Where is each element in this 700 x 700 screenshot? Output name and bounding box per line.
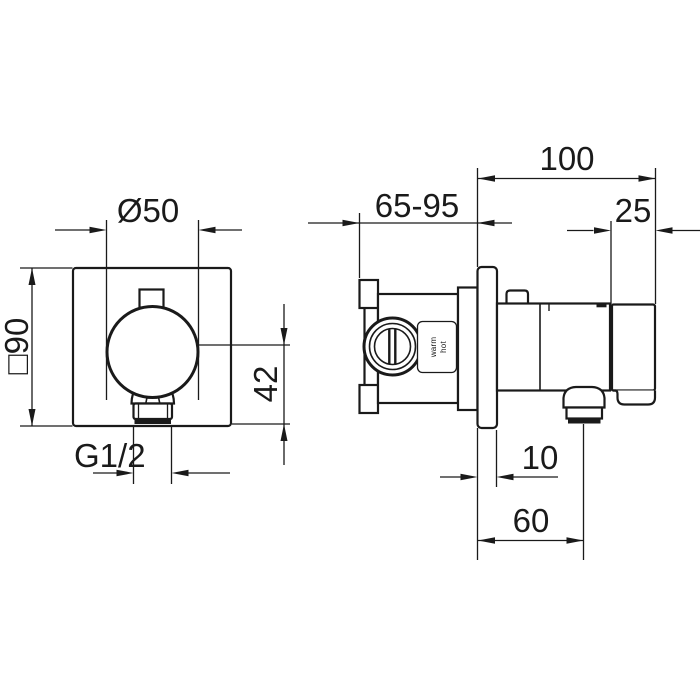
dim-label-depth-range: 65-95: [375, 187, 459, 224]
arrowhead: [477, 219, 495, 227]
dim-label-thread: G1/2: [74, 437, 146, 474]
dim-center-to-bottom: 42: [198, 304, 290, 465]
extension-lines: [20, 267, 73, 427]
arrowhead: [28, 409, 36, 426]
rough-in-flange: [456, 286, 479, 412]
temp-handle: [610, 303, 657, 392]
arrowhead: [496, 473, 514, 481]
arrowhead: [116, 469, 134, 477]
arrowhead: [342, 219, 360, 227]
arrowhead: [478, 537, 495, 544]
inlet-port-outer: [362, 316, 423, 377]
temp-handle-cap: [613, 389, 657, 406]
dim-label-center-to-bottom: 42: [247, 366, 284, 403]
arrowhead: [478, 175, 495, 182]
dim-plate-size: □90: [0, 267, 73, 427]
outlet-connector: [132, 402, 174, 421]
wall-plate-side: [476, 265, 499, 430]
port-label-plate: [416, 320, 458, 374]
arrowhead: [89, 226, 107, 234]
arrowhead: [280, 424, 288, 441]
arrowhead: [198, 226, 216, 234]
extension-lines: [132, 427, 173, 484]
mounting-bracket-top-tab: [358, 278, 380, 310]
outlet-thread-band: [134, 419, 171, 424]
knob-index-marker: [138, 288, 165, 309]
side-view: warm hot 100: [308, 140, 700, 560]
dim-total-width: 100: [478, 140, 657, 304]
mounting-bracket-bottom-tab: [358, 383, 380, 415]
dim-depth-range: 65-95: [308, 187, 512, 278]
extension-lines: [198, 344, 290, 425]
dim-label-diameter: Ø50: [117, 192, 179, 229]
dim-knob-diameter: Ø50: [55, 192, 242, 400]
index-mark: [596, 303, 607, 308]
port-label-hot: hot: [439, 341, 448, 353]
dim-plate-thickness: 10: [440, 430, 558, 487]
arrowhead: [594, 227, 611, 234]
hose-outlet-thread: [568, 418, 601, 424]
inlet-port-inner: [373, 327, 412, 366]
front-view: Ø50 □90 G1/2 42: [0, 192, 290, 484]
valve-housing: [495, 302, 612, 392]
extension-lines: [105, 220, 200, 400]
dim-handle-width: 25: [567, 192, 700, 304]
dim-label-outlet-offset: 60: [513, 502, 550, 539]
front-knob: [105, 305, 200, 399]
arrowhead: [460, 473, 478, 481]
screw-slot: [388, 329, 397, 364]
dim-label-plate-size: □90: [0, 318, 35, 375]
arrowhead: [566, 537, 584, 544]
hose-outlet-bell: [562, 385, 606, 409]
hose-outlet-connector: [565, 406, 604, 420]
outlet-connector-highlights: [137, 403, 169, 419]
arrowhead: [655, 227, 673, 234]
port-label-warm: warm: [429, 337, 438, 358]
dim-label-plate-thickness: 10: [522, 439, 559, 476]
arrowhead: [638, 175, 656, 182]
dim-label-total-width: 100: [539, 140, 594, 177]
arrowhead: [280, 328, 288, 345]
dim-outlet-offset: 60: [478, 502, 584, 544]
inlet-port-ring: [368, 322, 417, 371]
dim-label-handle-width: 25: [615, 192, 652, 229]
arrowhead: [28, 268, 36, 285]
diverter-button: [505, 289, 530, 304]
arrowhead: [171, 469, 189, 477]
dim-thread: G1/2: [74, 427, 230, 484]
